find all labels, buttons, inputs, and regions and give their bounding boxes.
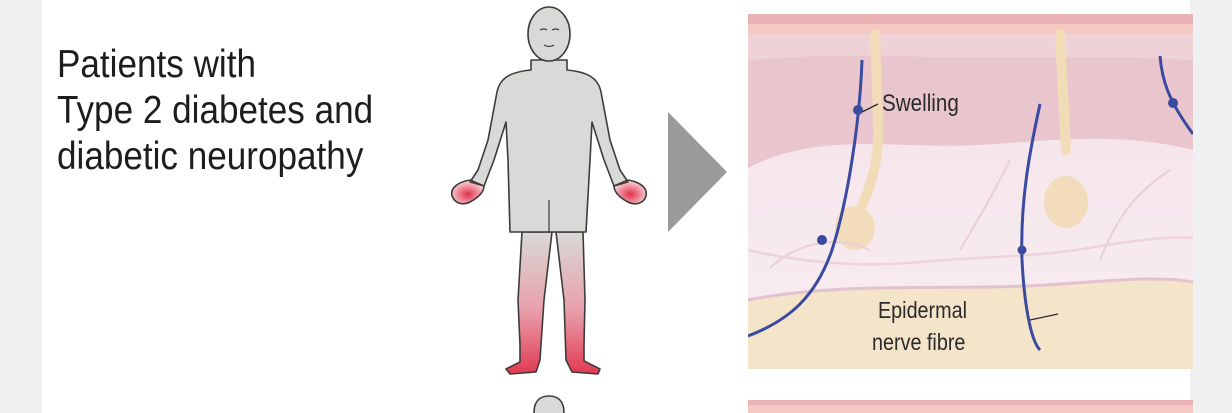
swelling-label: Swelling <box>882 90 959 117</box>
left-hand <box>452 180 484 204</box>
next-row-skin-panel <box>748 400 1193 413</box>
right-hand <box>614 180 646 204</box>
next-row-figure-head <box>534 396 564 413</box>
human-body-figure <box>452 7 647 374</box>
legs <box>506 232 552 374</box>
skin-cross-section-panel <box>748 14 1193 369</box>
epidermal-label-line1: Epidermal <box>878 298 967 324</box>
epidermal-label-line2: nerve fibre <box>872 330 965 356</box>
progression-arrow <box>668 112 727 232</box>
head <box>528 7 570 61</box>
